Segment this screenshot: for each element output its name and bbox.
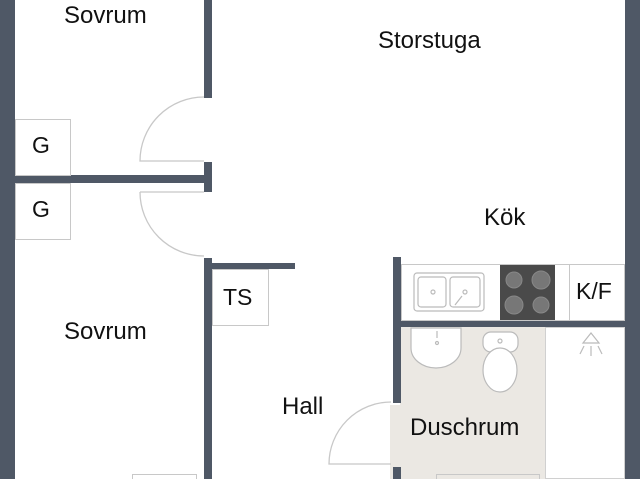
bedroom-divider-end — [204, 162, 212, 192]
bathroom-left-wall-top — [393, 257, 401, 403]
closet-1-label: G — [32, 132, 50, 158]
room-label-living-room: Storstuga — [378, 27, 481, 54]
bathroom-sink-icon — [410, 327, 462, 369]
toilet-icon — [482, 331, 519, 393]
drying-cabinet-label: TS — [223, 284, 253, 310]
closet-2 — [15, 183, 71, 240]
stove-burners-icon — [504, 270, 551, 315]
bedroom-divider-wall — [15, 175, 205, 183]
closet-1 — [15, 119, 71, 176]
room-label-bedroom-bottom: Sovrum — [64, 318, 147, 345]
door-swing-icon — [139, 96, 392, 465]
room-label-kitchen: Kök — [484, 204, 526, 231]
shower-head-icon — [579, 332, 603, 356]
room-label-shower-room: Duschrum — [410, 414, 520, 441]
shower-room-floor-ext — [390, 405, 402, 479]
bottom-fixture-left — [132, 474, 197, 479]
bottom-fixture-right — [436, 474, 540, 479]
hall-top-wall — [204, 263, 295, 269]
drying-cabinet — [212, 269, 269, 326]
fridge-freezer — [569, 264, 625, 321]
bedroom-top-right-wall — [204, 0, 212, 98]
room-label-bedroom-top: Sovrum — [64, 2, 147, 29]
room-label-hall: Hall — [282, 393, 324, 420]
kitchen-counter-wall — [401, 320, 625, 327]
right-outer-wall — [625, 0, 640, 479]
kitchen-sink-icon — [413, 272, 485, 312]
closet-2-label: G — [32, 196, 50, 222]
hall-left-wall — [204, 258, 212, 479]
bathroom-left-wall-bottom — [393, 467, 401, 479]
left-outer-wall — [0, 0, 15, 479]
fridge-freezer-label: K/F — [576, 278, 612, 304]
